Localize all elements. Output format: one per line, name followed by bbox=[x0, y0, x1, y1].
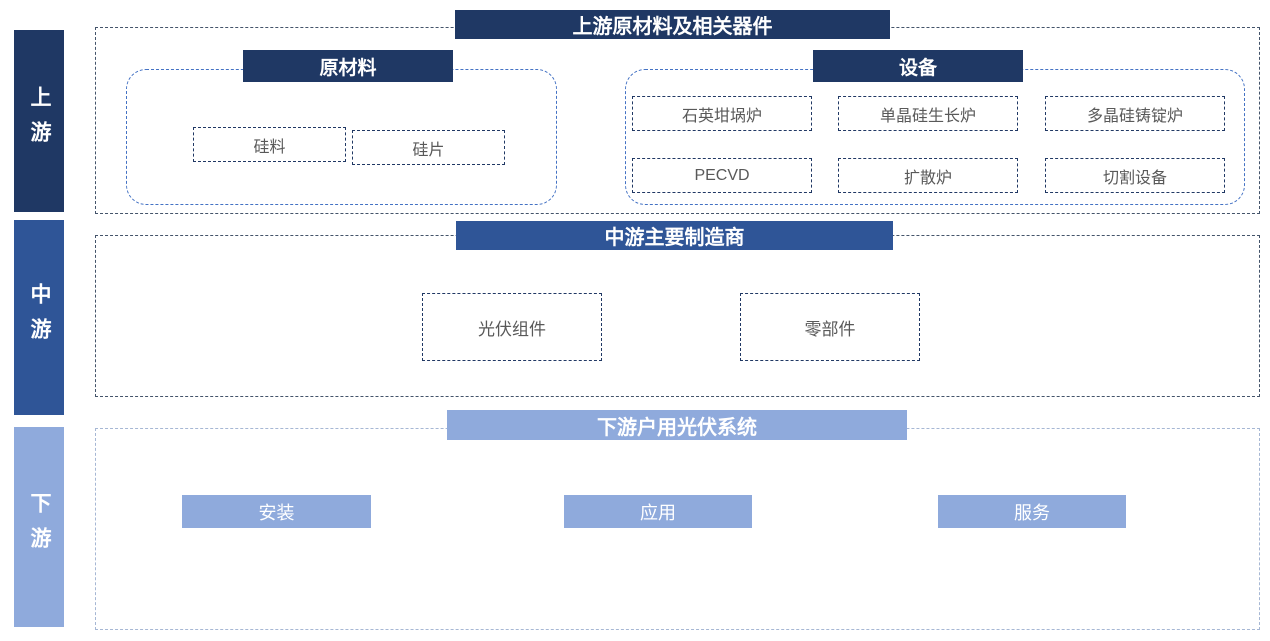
midstream-section-title: 中游主要制造商 bbox=[456, 221, 893, 250]
item-poly-silicon-ingot-furnace: 多晶硅铸锭炉 bbox=[1045, 96, 1225, 131]
upstream-section-title: 上游原材料及相关器件 bbox=[455, 10, 890, 39]
item-application: 应用 bbox=[564, 495, 752, 528]
equipment-group-title: 设备 bbox=[813, 50, 1023, 82]
item-silicon-material: 硅料 bbox=[193, 127, 346, 162]
item-diffusion-furnace: 扩散炉 bbox=[838, 158, 1018, 193]
downstream-section-box bbox=[95, 428, 1260, 630]
item-cutting-equipment: 切割设备 bbox=[1045, 158, 1225, 193]
midstream-section-box bbox=[95, 235, 1260, 397]
downstream-section-title: 下游户用光伏系统 bbox=[447, 410, 907, 440]
item-silicon-wafer: 硅片 bbox=[352, 130, 505, 165]
item-service: 服务 bbox=[938, 495, 1126, 528]
item-pecvd: PECVD bbox=[632, 158, 812, 193]
item-pv-modules: 光伏组件 bbox=[422, 293, 602, 361]
stage-label-downstream: 下游 bbox=[14, 427, 64, 627]
raw-materials-group-title: 原材料 bbox=[243, 50, 453, 82]
item-installation: 安装 bbox=[182, 495, 371, 528]
item-quartz-crucible-furnace: 石英坩埚炉 bbox=[632, 96, 812, 131]
stage-label-midstream: 中游 bbox=[14, 220, 64, 415]
item-components: 零部件 bbox=[740, 293, 920, 361]
stage-label-upstream: 上游 bbox=[14, 30, 64, 212]
item-mono-silicon-growth-furnace: 单晶硅生长炉 bbox=[838, 96, 1018, 131]
